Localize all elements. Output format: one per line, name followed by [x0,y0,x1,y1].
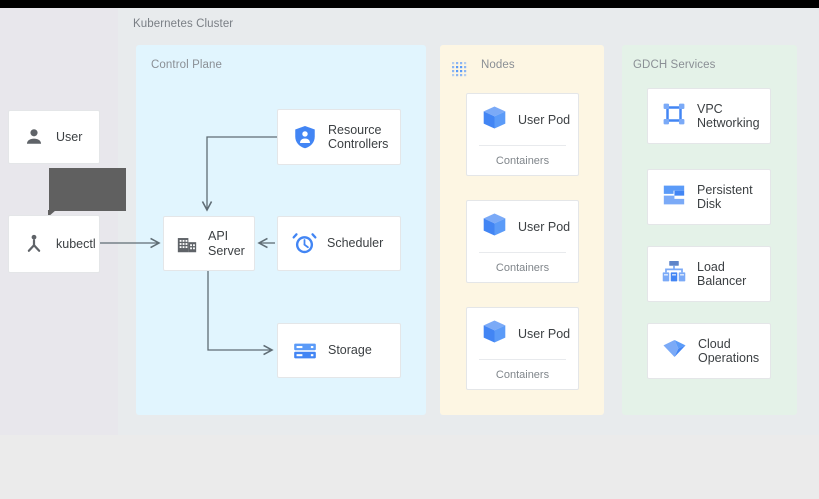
top-black-bar [0,0,819,8]
pod-footer: Containers [467,146,578,175]
card-label-load-balancer: Load Balancer [697,259,747,289]
group-label-gdch-services: GDCH Services [633,59,716,71]
cloud-operations-icon [661,335,688,367]
tooltip-popup [48,168,126,217]
pod-sub-label: Containers [495,261,550,274]
card-user-pod[interactable]: User Pod Containers [466,200,579,283]
persistent-disk-icon [661,182,687,213]
card-kubectl[interactable]: kubectl [8,215,100,273]
card-resource-controllers[interactable]: Resource Controllers [277,109,401,165]
card-label-vpc-networking: VPC Networking [697,101,760,131]
pod-label: User Pod [518,326,571,341]
person-icon [23,126,45,148]
pod-sub-label: Containers [495,154,550,167]
card-vpc-networking[interactable]: VPC Networking [647,88,771,144]
card-label-kubectl: kubectl [56,236,96,251]
card-label-storage: Storage [328,343,372,358]
pod-header: User Pod [467,94,578,145]
pod-footer: Containers [467,360,578,389]
pod-divider [479,145,566,146]
card-label-user: User [56,129,83,144]
group-label-nodes: Nodes [481,59,515,71]
tooltip-pointer [48,210,56,217]
pod-sub-label: Containers [495,368,550,381]
database-storage-icon [292,338,318,364]
card-label-scheduler: Scheduler [327,236,384,251]
pod-label: User Pod [518,219,571,234]
card-label-persistent-disk: Persistent Disk [697,182,753,212]
card-user[interactable]: User [8,110,100,164]
pod-footer: Containers [467,253,578,282]
pod-label: User Pod [518,112,571,127]
dotted-grid-icon [450,60,470,80]
card-persistent-disk[interactable]: Persistent Disk [647,169,771,225]
pod-divider [479,252,566,253]
server-building-icon [176,233,198,255]
cube-pod-icon [481,104,508,136]
card-label-api-server: API Server [208,229,245,258]
vpc-networking-icon [661,101,687,132]
group-label-control-plane: Control Plane [151,59,222,71]
card-user-pod[interactable]: User Pod Containers [466,307,579,390]
cube-pod-icon [481,318,508,350]
cube-pod-icon [481,211,508,243]
kubectl-icon [23,233,45,255]
card-scheduler[interactable]: Scheduler [277,216,401,271]
pod-divider [479,359,566,360]
load-balancer-icon [661,259,687,290]
card-api-server[interactable]: API Server [163,216,255,271]
pod-header: User Pod [467,308,578,359]
pod-header: User Pod [467,201,578,252]
card-label-resource-controllers: Resource Controllers [328,122,389,152]
alarm-clock-icon [292,231,317,256]
card-load-balancer[interactable]: Load Balancer [647,246,771,302]
cluster-title: Kubernetes Cluster [133,18,234,30]
card-storage[interactable]: Storage [277,323,401,378]
card-label-cloud-operations: Cloud Operations [698,336,760,366]
shield-person-icon [292,124,318,150]
card-cloud-operations[interactable]: Cloud Operations [647,323,771,379]
card-user-pod[interactable]: User Pod Containers [466,93,579,176]
